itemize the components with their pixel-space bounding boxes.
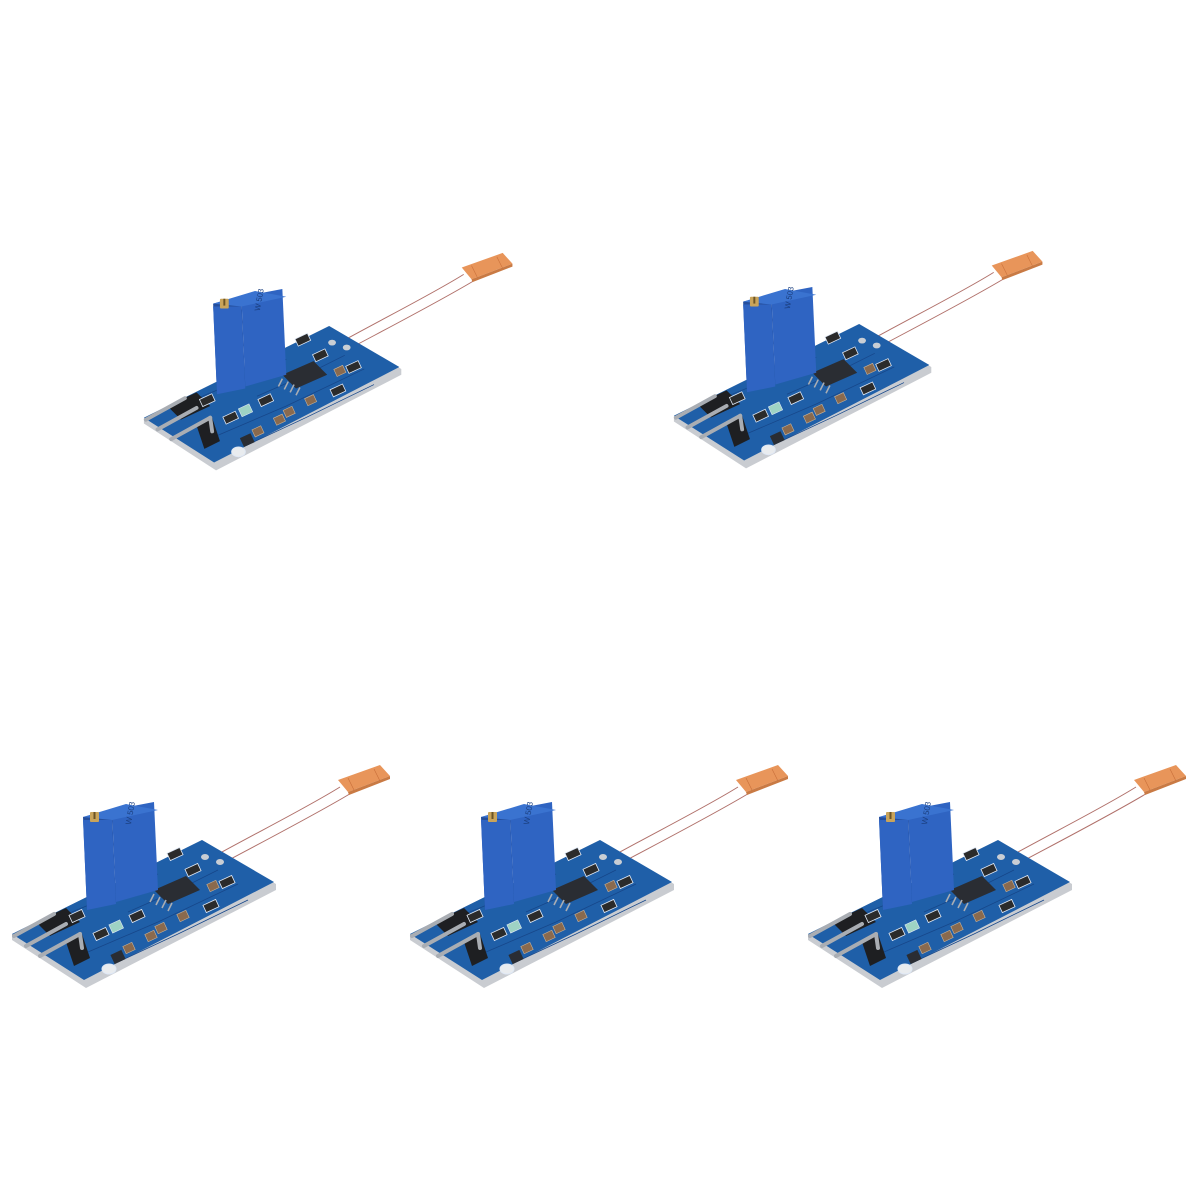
strain-gauge-module: W 503 — [8, 762, 408, 1002]
pot-marking: W 503 — [253, 288, 266, 312]
trim-screw-icon — [219, 298, 229, 309]
soic8-chip — [277, 361, 328, 396]
gauge-wires — [1006, 786, 1150, 863]
smd-components — [198, 332, 362, 448]
strain-gauge-module: W 503 — [670, 248, 1060, 482]
smd-components — [466, 846, 634, 965]
trimmer-potentiometer: W 503 — [213, 288, 287, 395]
trim-screw-icon — [488, 812, 497, 822]
soic8-chip — [945, 876, 996, 912]
smd-components — [68, 846, 236, 965]
trim-screw-icon — [749, 296, 759, 307]
smd-components — [864, 846, 1032, 965]
trimmer-potentiometer: W 503 — [879, 800, 954, 910]
gauge-wires — [210, 786, 354, 863]
strain-gauge-foil — [736, 765, 788, 795]
soic8-chip — [547, 876, 598, 912]
pot-marking: W 503 — [124, 800, 137, 825]
trimmer-potentiometer: W 503 — [481, 800, 556, 910]
pot-marking: W 503 — [522, 800, 535, 825]
gauge-wires — [867, 271, 1007, 346]
soic8-chip — [807, 359, 858, 394]
strain-gauge-foil — [461, 252, 513, 283]
gauge-wires — [608, 786, 752, 863]
strain-gauge-module: W 503 — [804, 762, 1200, 1002]
strain-gauge-foil — [991, 250, 1043, 281]
trim-screw-icon — [886, 812, 895, 822]
strain-gauge-module-graphic: W 503 — [673, 250, 1043, 469]
smd-components — [728, 330, 892, 446]
strain-gauge-module: W 503 — [406, 762, 806, 1002]
strain-gauge-foil — [1134, 765, 1186, 795]
strain-gauge-module-graphic: W 503 — [410, 765, 788, 988]
pot-marking: W 503 — [920, 800, 933, 825]
trimmer-potentiometer: W 503 — [83, 800, 158, 910]
strain-gauge-module: W 503 — [140, 250, 530, 484]
gauge-wires — [337, 273, 477, 348]
pot-marking: W 503 — [783, 286, 796, 310]
strain-gauge-module-graphic: W 503 — [12, 765, 390, 988]
strain-gauge-foil — [338, 765, 390, 795]
trim-screw-icon — [90, 812, 99, 822]
strain-gauge-module-graphic: W 503 — [143, 252, 513, 471]
soic8-chip — [149, 876, 200, 912]
trimmer-potentiometer: W 503 — [743, 286, 817, 393]
strain-gauge-module-graphic: W 503 — [808, 765, 1186, 988]
